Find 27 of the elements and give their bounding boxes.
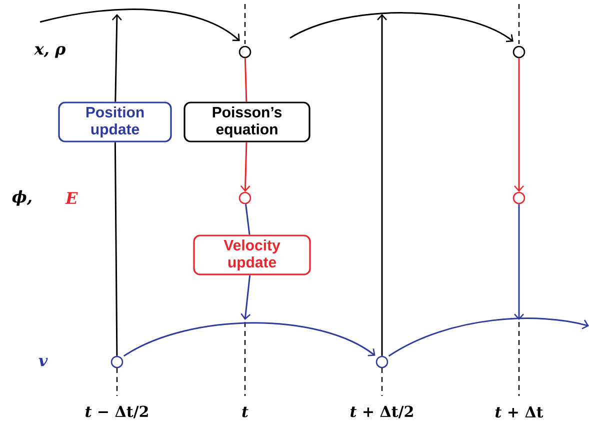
circle-marker	[238, 46, 252, 58]
circle-marker	[110, 356, 124, 368]
arrow	[40, 8, 240, 42]
row-label: ϕ,	[12, 190, 32, 206]
arrow	[514, 204, 524, 320]
arrow	[240, 275, 251, 320]
arrow	[240, 142, 250, 192]
row-label: v	[38, 358, 48, 366]
process-box: Position update	[58, 102, 172, 142]
time-label: t − Δt/2	[86, 406, 148, 418]
process-box: Velocity update	[193, 234, 311, 276]
arrow	[377, 14, 387, 356]
row-label: x, ρ	[34, 46, 66, 58]
circle-marker	[512, 192, 526, 204]
process-box: Poisson’s equation	[184, 102, 310, 142]
arrow	[112, 14, 122, 102]
circle-marker	[512, 46, 526, 58]
arrow	[290, 12, 514, 42]
time-label: t + Δt	[495, 406, 544, 418]
circle-marker	[238, 192, 252, 204]
circle-marker	[376, 356, 388, 368]
time-label: t	[242, 406, 248, 418]
arrow	[123, 322, 376, 357]
arrow	[514, 58, 524, 192]
time-label: t + Δt/2	[350, 406, 413, 418]
arrow	[388, 318, 589, 357]
row-label: E	[65, 192, 78, 204]
